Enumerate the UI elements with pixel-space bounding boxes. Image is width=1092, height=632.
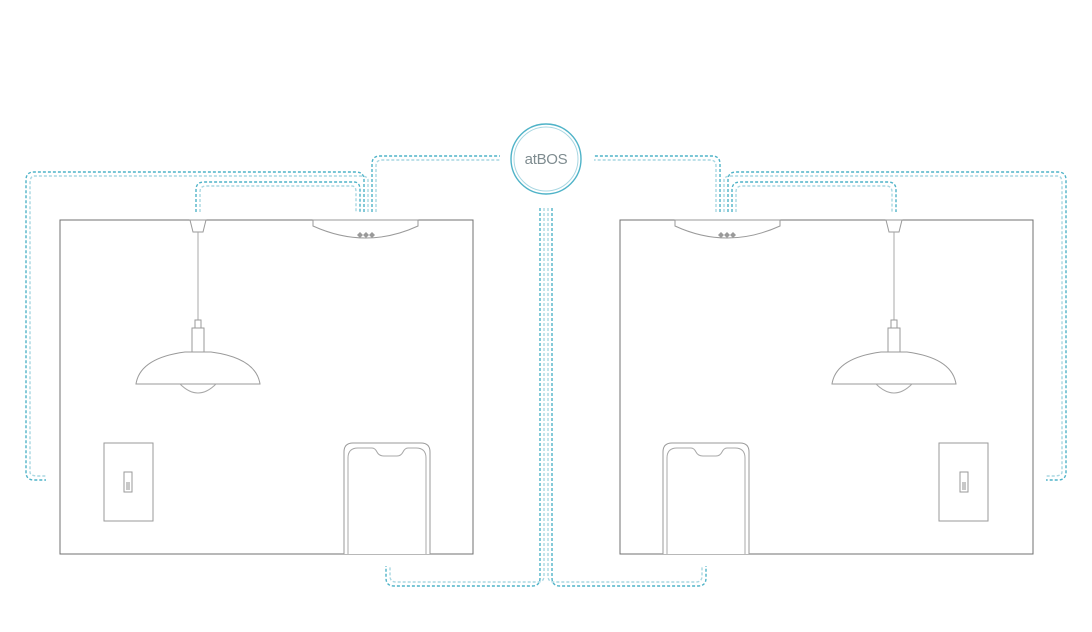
ceiling-sensor-icon — [674, 219, 781, 239]
atbos-hub-icon: atBOS — [510, 123, 582, 195]
wire-right-pendant — [731, 181, 897, 212]
wire-left-pendant — [195, 181, 361, 212]
light-switch-icon — [103, 442, 154, 522]
wire-hub-bottom — [385, 208, 707, 587]
room-left — [59, 219, 474, 555]
wire-left-outer — [25, 171, 369, 481]
pendant-light-icon — [135, 219, 261, 394]
room-right-outline — [619, 219, 1034, 555]
wire-right-outer — [723, 171, 1067, 481]
pendant-light-icon — [831, 219, 957, 394]
doorway-icon — [343, 442, 431, 554]
hub-label: atBOS — [525, 151, 568, 168]
room-left-outline — [59, 219, 474, 555]
ceiling-sensor-icon — [312, 219, 419, 239]
wire-left-hub — [371, 155, 500, 212]
room-right — [619, 219, 1034, 555]
light-switch-icon — [938, 442, 989, 522]
wire-right-hub — [594, 155, 721, 212]
doorway-icon — [662, 442, 750, 554]
wiring — [25, 155, 1067, 587]
